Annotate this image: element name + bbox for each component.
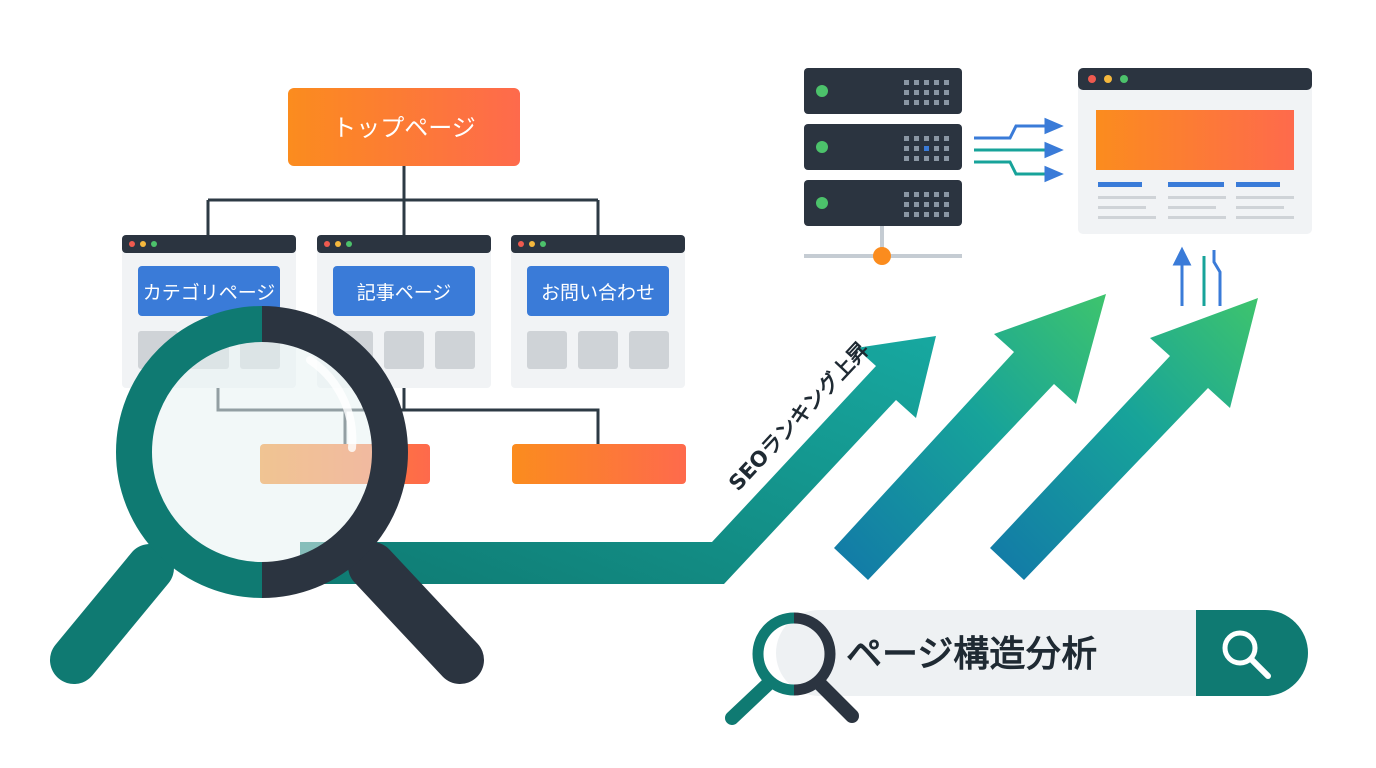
contact-page-button [527,266,669,316]
growth-arrow-right [990,298,1258,580]
search-bar[interactable]: ページ構造分析 [725,610,1308,725]
magnifier-icon [50,306,484,684]
ranking-arrow [300,336,936,584]
top-page-label: トップページ [332,114,476,142]
data-flow-arrows [974,117,1064,183]
child-page-contact: お問い合わせ [511,235,685,388]
contact-page-label: お問い合わせ [541,282,655,304]
article-page-button [333,266,475,316]
search-bar-magnifier-icon [725,612,859,725]
category-page-button [138,266,280,316]
search-icon[interactable] [1222,630,1271,679]
growth-arrow-middle [834,294,1106,580]
server-icon [804,68,962,265]
category-page-label: カテゴリページ [143,282,276,304]
arrow-up-icon [1172,246,1222,306]
sub-page-node-right [512,444,686,484]
top-page-node: トップページ [288,88,520,166]
search-query-text[interactable]: ページ構造分析 [846,634,1097,675]
browser-window-icon [1078,68,1312,234]
article-page-label: 記事ページ [357,282,452,304]
